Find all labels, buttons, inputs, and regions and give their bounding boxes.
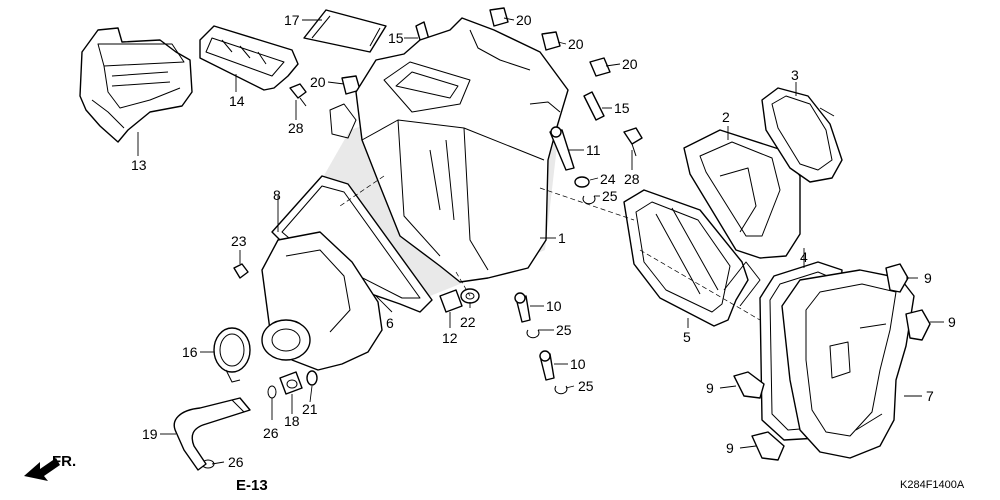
part-9-clips — [733, 263, 931, 461]
callout-20-c: 20 — [622, 56, 638, 72]
part-25-clips — [526, 195, 596, 395]
callout-26-b: 26 — [228, 454, 244, 470]
alignment-lines — [339, 175, 761, 321]
part-17-pad — [303, 9, 387, 53]
callout-28-a: 28 — [288, 120, 304, 136]
callout-15-lower: 15 — [614, 100, 630, 116]
callout-6: 6 — [386, 315, 394, 331]
callout-25-b: 25 — [556, 322, 572, 338]
callout-16: 16 — [182, 344, 198, 360]
leader-lines — [137, 17, 944, 465]
callout-28-b: 28 — [624, 171, 640, 187]
callout-21: 21 — [302, 401, 318, 417]
callout-25-a: 25 — [602, 188, 618, 204]
callout-13: 13 — [131, 157, 147, 173]
callout-22: 22 — [460, 314, 476, 330]
part-2-element — [683, 129, 801, 259]
callout-9-d: 9 — [726, 440, 734, 456]
callout-25-c: 25 — [578, 378, 594, 394]
part-13-cover — [79, 27, 193, 143]
callout-5: 5 — [683, 329, 691, 345]
callout-19: 19 — [142, 426, 158, 442]
callout-labels: 13 14 17 15 20 20 20 20 28 15 28 11 24 2… — [131, 12, 956, 470]
part-12-plug — [439, 289, 463, 313]
callout-3: 3 — [791, 67, 799, 83]
callout-20-b: 20 — [568, 36, 584, 52]
callout-1: 1 — [558, 230, 566, 246]
callout-9-b: 9 — [948, 314, 956, 330]
callout-12: 12 — [442, 330, 458, 346]
callout-24: 24 — [600, 171, 616, 187]
part-18-connector — [279, 371, 303, 395]
callout-4: 4 — [800, 249, 808, 265]
callout-7: 7 — [926, 388, 934, 404]
callout-10-b: 10 — [570, 356, 586, 372]
callout-10-a: 10 — [546, 298, 562, 314]
part-21-ring — [306, 370, 318, 386]
callout-17: 17 — [284, 12, 300, 28]
part-23-nut — [233, 263, 249, 279]
callout-14: 14 — [229, 93, 245, 109]
part-19-hose — [173, 397, 251, 471]
part-24-washer — [574, 176, 590, 188]
callout-9-c: 9 — [706, 380, 714, 396]
part-5-frame — [623, 189, 761, 327]
callout-20-d: 20 — [310, 74, 326, 90]
part-11-bolt — [549, 126, 575, 171]
callout-15-upper: 15 — [388, 30, 404, 46]
front-arrow-icon — [24, 458, 60, 481]
callout-9-a: 9 — [924, 270, 932, 286]
part-10-bolts — [514, 292, 555, 381]
part-1-housing — [329, 17, 569, 283]
front-direction-label: FR. — [52, 453, 76, 470]
diagram-code: K284F1400A — [900, 479, 965, 491]
callout-23: 23 — [231, 233, 247, 249]
part-7-cover — [781, 269, 915, 459]
part-14-screen — [199, 25, 299, 91]
part-28-bolts — [289, 83, 643, 157]
callout-18: 18 — [284, 413, 300, 429]
part-16-clamp — [213, 327, 251, 383]
part-6-inlet — [261, 231, 383, 371]
callout-11: 11 — [586, 142, 601, 158]
callout-2: 2 — [722, 109, 730, 125]
callout-8: 8 — [273, 187, 281, 203]
callout-26-a: 26 — [263, 425, 279, 441]
front-direction-indicator: FR. — [24, 453, 76, 481]
callout-20-a: 20 — [516, 12, 532, 28]
part-15-strip-lower — [583, 91, 605, 121]
part-3-holder — [761, 87, 843, 183]
reference-label: E-13 — [236, 477, 268, 494]
part-20-clips — [341, 7, 611, 95]
